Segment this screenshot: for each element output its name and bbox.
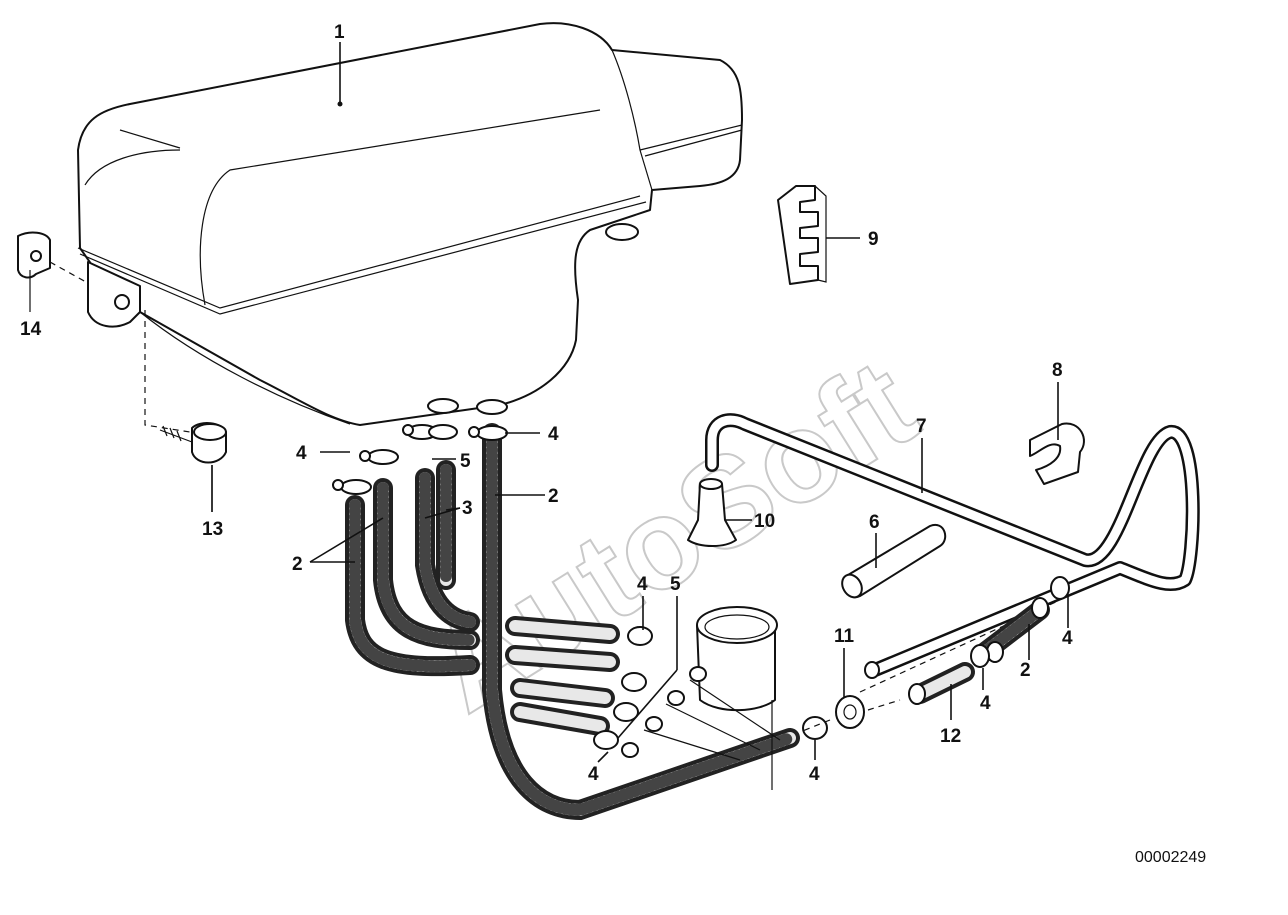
callout-4: 4 [548, 424, 559, 445]
callouts: 1 2 2 2 3 4 4 4 4 4 4 4 4 5 5 6 7 8 9 10… [20, 22, 1073, 785]
top-clamps [332, 398, 508, 495]
callout-2: 2 [1020, 660, 1031, 681]
callout-5: 5 [670, 574, 681, 595]
cone-part-10 [687, 478, 737, 547]
leader-lines [211, 42, 1069, 763]
callout-5: 5 [460, 451, 471, 472]
callout-1: 1 [334, 22, 345, 43]
clip-part-8 [1029, 422, 1085, 485]
callout-8: 8 [1052, 360, 1063, 381]
callout-4: 4 [637, 574, 648, 595]
canister [696, 606, 778, 790]
sleeve-part-6 [841, 523, 947, 599]
callout-7: 7 [916, 416, 927, 437]
callout-6: 6 [869, 512, 880, 533]
callout-3: 3 [462, 498, 473, 519]
right-hoses [908, 576, 1070, 705]
callout-4: 4 [588, 764, 599, 785]
callout-10: 10 [754, 511, 775, 532]
callout-13: 13 [202, 519, 223, 540]
callout-4: 4 [809, 764, 820, 785]
diagram-part-number: 00002249 [1135, 849, 1206, 866]
callout-2: 2 [292, 554, 303, 575]
hose-bundle [345, 423, 800, 821]
callout-2: 2 [548, 486, 559, 507]
screw-part-13 [144, 310, 227, 512]
callout-4: 4 [980, 693, 991, 714]
lower-clamps [593, 626, 828, 761]
holder-part-9 [777, 185, 827, 285]
callout-14: 14 [20, 319, 42, 340]
callout-4: 4 [1062, 628, 1073, 649]
grommet-part-11 [799, 695, 901, 733]
callout-4: 4 [296, 443, 307, 464]
clip-part-14 [17, 231, 87, 312]
callout-11: 11 [834, 626, 855, 647]
reservoir-tank [77, 22, 743, 426]
callout-12: 12 [940, 726, 961, 747]
tube-part-7 [705, 413, 1200, 693]
callout-9: 9 [868, 229, 879, 250]
